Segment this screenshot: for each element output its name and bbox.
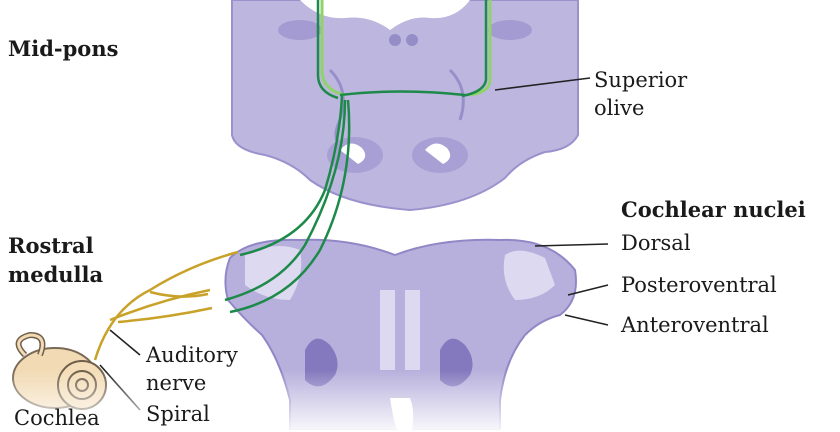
posteroventral-label: Posteroventral — [621, 273, 777, 297]
mid-pons-section — [231, 0, 579, 212]
dorsal-label: Dorsal — [621, 231, 691, 255]
anteroventral-label: Anteroventral — [621, 313, 769, 337]
auditory-nerve-fibers — [93, 250, 239, 361]
mid-pons-label: Mid-pons — [8, 36, 119, 61]
superior-olive-label-line1: Superior — [594, 68, 688, 92]
rostral-medulla-label-line2: medulla — [8, 262, 104, 287]
rostral-medulla-label-line1: Rostral — [8, 233, 94, 258]
cochlear-nuclei-label: Cochlear nuclei — [621, 197, 806, 222]
auditory-tracts — [224, 0, 492, 314]
superior-olive-label-line2: olive — [594, 96, 645, 120]
auditory-nerve-label-line2: nerve — [146, 371, 207, 395]
spiral-label: Spiral — [146, 402, 210, 426]
cochlea-label: Cochlea — [14, 406, 100, 430]
auditory-nerve-label-line1: Auditory — [146, 343, 238, 367]
